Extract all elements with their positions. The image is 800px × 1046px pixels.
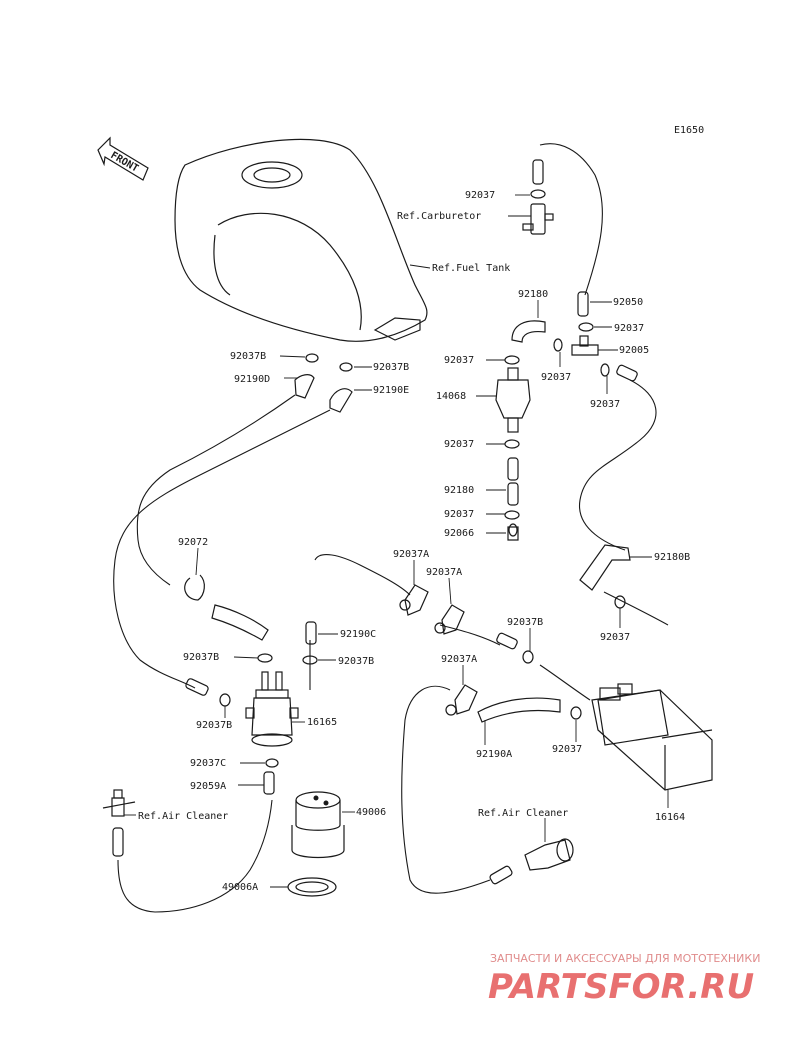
air-cleaner-elbow-right bbox=[524, 838, 574, 871]
part-label: 16164 bbox=[655, 812, 685, 823]
part-label: 92005 bbox=[619, 345, 649, 356]
part-label: 92037 bbox=[444, 439, 474, 450]
diagram-code: E1650 bbox=[674, 125, 704, 136]
part-label: 14068 bbox=[436, 391, 466, 402]
label-ref-air-cleaner-left: Ref.Air Cleaner bbox=[138, 811, 228, 822]
part-label: 16165 bbox=[307, 717, 337, 728]
part-label: 92037A bbox=[441, 654, 477, 665]
hose-elbow-92180 bbox=[511, 320, 546, 343]
part-label: 92037A bbox=[426, 567, 462, 578]
carburetor-fitting bbox=[522, 203, 554, 235]
part-label: 92180 bbox=[518, 289, 548, 300]
part-label: 92190E bbox=[373, 385, 409, 396]
fuel-tank bbox=[174, 138, 428, 342]
valve-92066 bbox=[507, 526, 519, 541]
hose-pieces bbox=[112, 159, 638, 885]
canister-16164 bbox=[591, 683, 713, 791]
leader-lines bbox=[124, 194, 669, 888]
label-ref-carburetor: Ref.Carburetor bbox=[397, 211, 481, 222]
label-ref-fuel-tank: Ref.Fuel Tank bbox=[432, 263, 510, 274]
part-label: 49006 bbox=[356, 807, 386, 818]
fuel-filter-14068 bbox=[495, 367, 531, 433]
watermark-subtitle: ЗАПЧАСТИ И АКСЕССУАРЫ ДЛЯ МОТОТЕХНИКИ bbox=[490, 952, 760, 965]
part-label: 92037 bbox=[465, 190, 495, 201]
part-label: 92037 bbox=[444, 355, 474, 366]
clip-holders bbox=[399, 584, 478, 716]
part-label: 92072 bbox=[178, 537, 208, 548]
part-label: 92037 bbox=[541, 372, 571, 383]
part-label: 92037B bbox=[183, 652, 219, 663]
hose-piece-92050 bbox=[577, 291, 589, 317]
part-label: 92180B bbox=[654, 552, 690, 563]
part-label: 92037B bbox=[507, 617, 543, 628]
part-label: 92190D bbox=[234, 374, 270, 385]
t-fitting-92005 bbox=[571, 335, 599, 356]
part-label: 92050 bbox=[613, 297, 643, 308]
part-label: 92037 bbox=[614, 323, 644, 334]
watermark-logo: PARTSFOR.RU bbox=[488, 967, 754, 1007]
part-label: 92037B bbox=[196, 720, 232, 731]
front-arrow-icon: FRONT bbox=[97, 136, 149, 181]
part-label: 92037B bbox=[230, 351, 266, 362]
hose-clamps bbox=[184, 189, 626, 768]
hose-piece-top bbox=[532, 159, 544, 185]
seal-49006A bbox=[287, 877, 337, 897]
part-label: 92190A bbox=[476, 749, 512, 760]
part-label: 92059A bbox=[190, 781, 226, 792]
part-label: 92037C bbox=[190, 758, 226, 769]
part-label: 92190C bbox=[340, 629, 376, 640]
hose-lines bbox=[113, 143, 669, 913]
part-label: 92037 bbox=[590, 399, 620, 410]
part-label: 92037 bbox=[600, 632, 630, 643]
fuel-pump-16165 bbox=[245, 671, 299, 747]
part-label: 92037A bbox=[393, 549, 429, 560]
part-label: 92037B bbox=[338, 656, 374, 667]
part-label: 92037B bbox=[373, 362, 409, 373]
label-ref-air-cleaner-right: Ref.Air Cleaner bbox=[478, 808, 568, 819]
air-filter-49006 bbox=[291, 791, 345, 859]
part-label: 92037 bbox=[444, 509, 474, 520]
air-cleaner-fitting-left bbox=[102, 789, 136, 817]
part-label: 92037 bbox=[552, 744, 582, 755]
part-label: 92066 bbox=[444, 528, 474, 539]
part-label: 49006A bbox=[222, 882, 258, 893]
part-label: 92180 bbox=[444, 485, 474, 496]
